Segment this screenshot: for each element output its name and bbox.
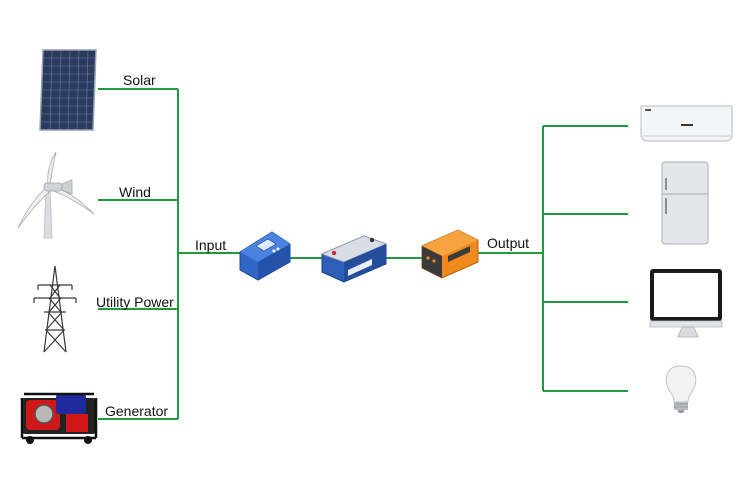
- power-pylon-icon: [33, 265, 77, 353]
- light-bulb-icon: [665, 365, 697, 413]
- source-label-wind: Wind: [119, 184, 151, 200]
- battery-icon: [320, 235, 388, 283]
- refrigerator-icon: [661, 161, 709, 245]
- source-label-generator: Generator: [105, 403, 169, 419]
- connector-lines: [98, 88, 628, 420]
- output-label: Output: [487, 235, 530, 251]
- generator-icon: [20, 392, 98, 444]
- source-label-utility-power: Utility Power: [96, 294, 174, 310]
- wind-turbine-icon: [17, 151, 95, 239]
- charge-controller-icon: [239, 231, 291, 281]
- inverter-icon: [421, 229, 479, 279]
- computer-monitor-icon: [649, 269, 723, 338]
- air-conditioner-icon: [640, 105, 733, 142]
- input-label: Input: [195, 237, 227, 253]
- solar-panel-icon: [39, 49, 97, 131]
- source-label-solar: Solar: [123, 72, 156, 88]
